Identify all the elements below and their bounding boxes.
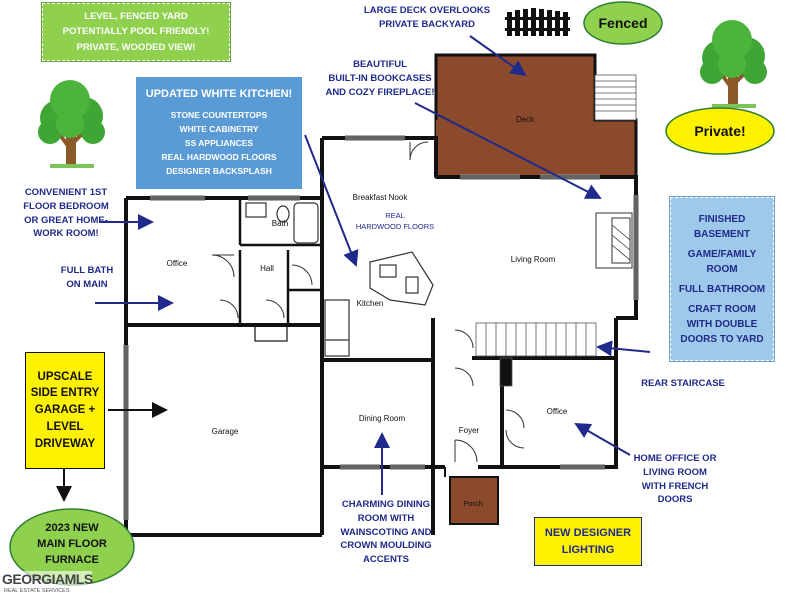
bath-fixtures — [238, 198, 322, 247]
doors — [211, 141, 525, 463]
fireplace — [595, 212, 633, 269]
room-label-living-room: Living Room — [510, 255, 556, 264]
fenced-label: Fenced — [598, 15, 648, 31]
hall-walls — [238, 250, 322, 342]
room-label-garage: Garage — [211, 427, 239, 436]
mls-watermark-brand: GEORGIAMLS — [2, 571, 93, 587]
garage-callout: UPSCALE SIDE ENTRY GARAGE + LEVEL DRIVEW… — [25, 352, 105, 469]
mls-watermark-sub: REAL ESTATE SERVICES — [4, 588, 70, 594]
room-label-hall: Hall — [260, 264, 274, 273]
porch — [449, 476, 499, 525]
tree-icon-right — [700, 20, 767, 108]
windows — [123, 135, 639, 520]
tree-icon-left — [38, 80, 105, 168]
deck-stairs — [594, 74, 637, 121]
deck-area-lower — [436, 120, 636, 177]
room-label-foyer: Foyer — [458, 426, 480, 435]
kitchen-fixtures — [324, 251, 434, 357]
room-label-bath: Bath — [271, 219, 289, 228]
callout-arrows — [95, 35, 651, 495]
fence-icon — [505, 8, 570, 36]
garage-arrows — [56, 402, 168, 502]
rear-staircase-callout: REAR STAIRCASE — [641, 378, 725, 389]
rear-staircase — [475, 322, 597, 387]
private-badge — [665, 107, 775, 155]
room-label-dining-room: Dining Room — [358, 414, 406, 423]
room-label-office-right: Office — [546, 407, 568, 416]
room-label-porch: Porch — [463, 499, 483, 508]
room-label-kitchen: Kitchen — [356, 299, 384, 308]
mls-watermark: GEORGIAMLS REAL ESTATE SERVICES — [0, 571, 93, 600]
bookcases-callout: BEAUTIFUL BUILT-IN BOOKCASES AND COZY FI… — [325, 59, 435, 98]
yard-callout: LEVEL, FENCED YARD POTENTIALLY POOL FRIE… — [41, 2, 231, 62]
private-label: Private! — [694, 123, 746, 139]
kitchen-callout: UPDATED WHITE KITCHEN! STONE COUNTERTOPS… — [136, 77, 302, 189]
room-label-breakfast-nook: Breakfast Nook — [352, 193, 408, 202]
room-label-office-left: Office — [166, 259, 188, 268]
room-label-deck: Deck — [515, 115, 535, 124]
basement-callout: FINISHED BASEMENT GAME/FAMILY ROOM FULL … — [669, 196, 775, 362]
fenced-badge — [583, 1, 663, 45]
